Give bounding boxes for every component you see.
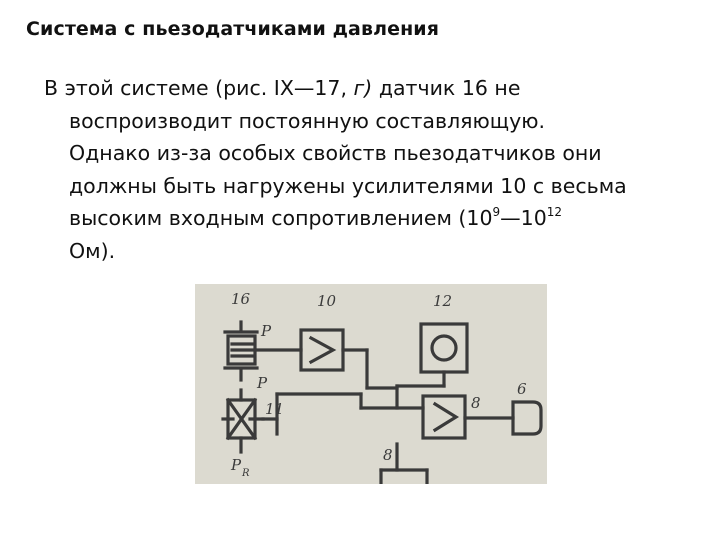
recorder-6 <box>511 400 543 436</box>
amplifier-top <box>255 328 369 390</box>
label-p-bottom-sub: R <box>241 468 250 479</box>
paragraph-line-5: высоким входным сопротивлением (109—1012 <box>69 205 563 230</box>
label-lower-sensor: 11 <box>265 400 284 418</box>
piezo-sensor-lower <box>221 388 363 454</box>
signal-bus <box>359 386 425 410</box>
label-amp: 10 <box>317 292 337 310</box>
slide-title: Система с пьезодатчиками давления <box>26 18 440 40</box>
paragraph-line-1: В этой системе (рис. IX—17, г) датчик 16… <box>44 76 521 100</box>
label-bottom: 8 <box>383 446 393 464</box>
schematic-diagram: 16 10 12 11 8 6 8 P P P R <box>195 284 547 484</box>
body-paragraph: В этой системе (рис. IX—17, г) датчик 16… <box>44 72 694 267</box>
figure-background <box>195 284 547 484</box>
amplifier-lower <box>421 394 515 440</box>
schematic-figure: 16 10 12 11 8 6 8 P P P R <box>195 284 547 484</box>
indicator-12 <box>395 322 469 410</box>
label-p-bottom: P <box>230 456 242 474</box>
label-p-mid: P <box>256 374 268 392</box>
paragraph-line-4: должны быть нагружены усилителями 10 с в… <box>69 173 627 198</box>
label-recorder: 6 <box>517 380 527 398</box>
bottom-block <box>379 442 429 484</box>
label-lower-amp: 8 <box>471 394 481 412</box>
paragraph-line-2: воспроизводит постоянную составляющую. <box>69 108 545 133</box>
label-p-top: P <box>260 322 272 340</box>
label-indicator: 12 <box>433 292 452 310</box>
paragraph-line-6: Ом). <box>69 238 116 263</box>
paragraph-line-3: Однако из-за особых свойств пьезодатчико… <box>69 141 602 165</box>
label-sensor: 16 <box>231 290 251 308</box>
piezo-sensor-top <box>223 320 259 382</box>
